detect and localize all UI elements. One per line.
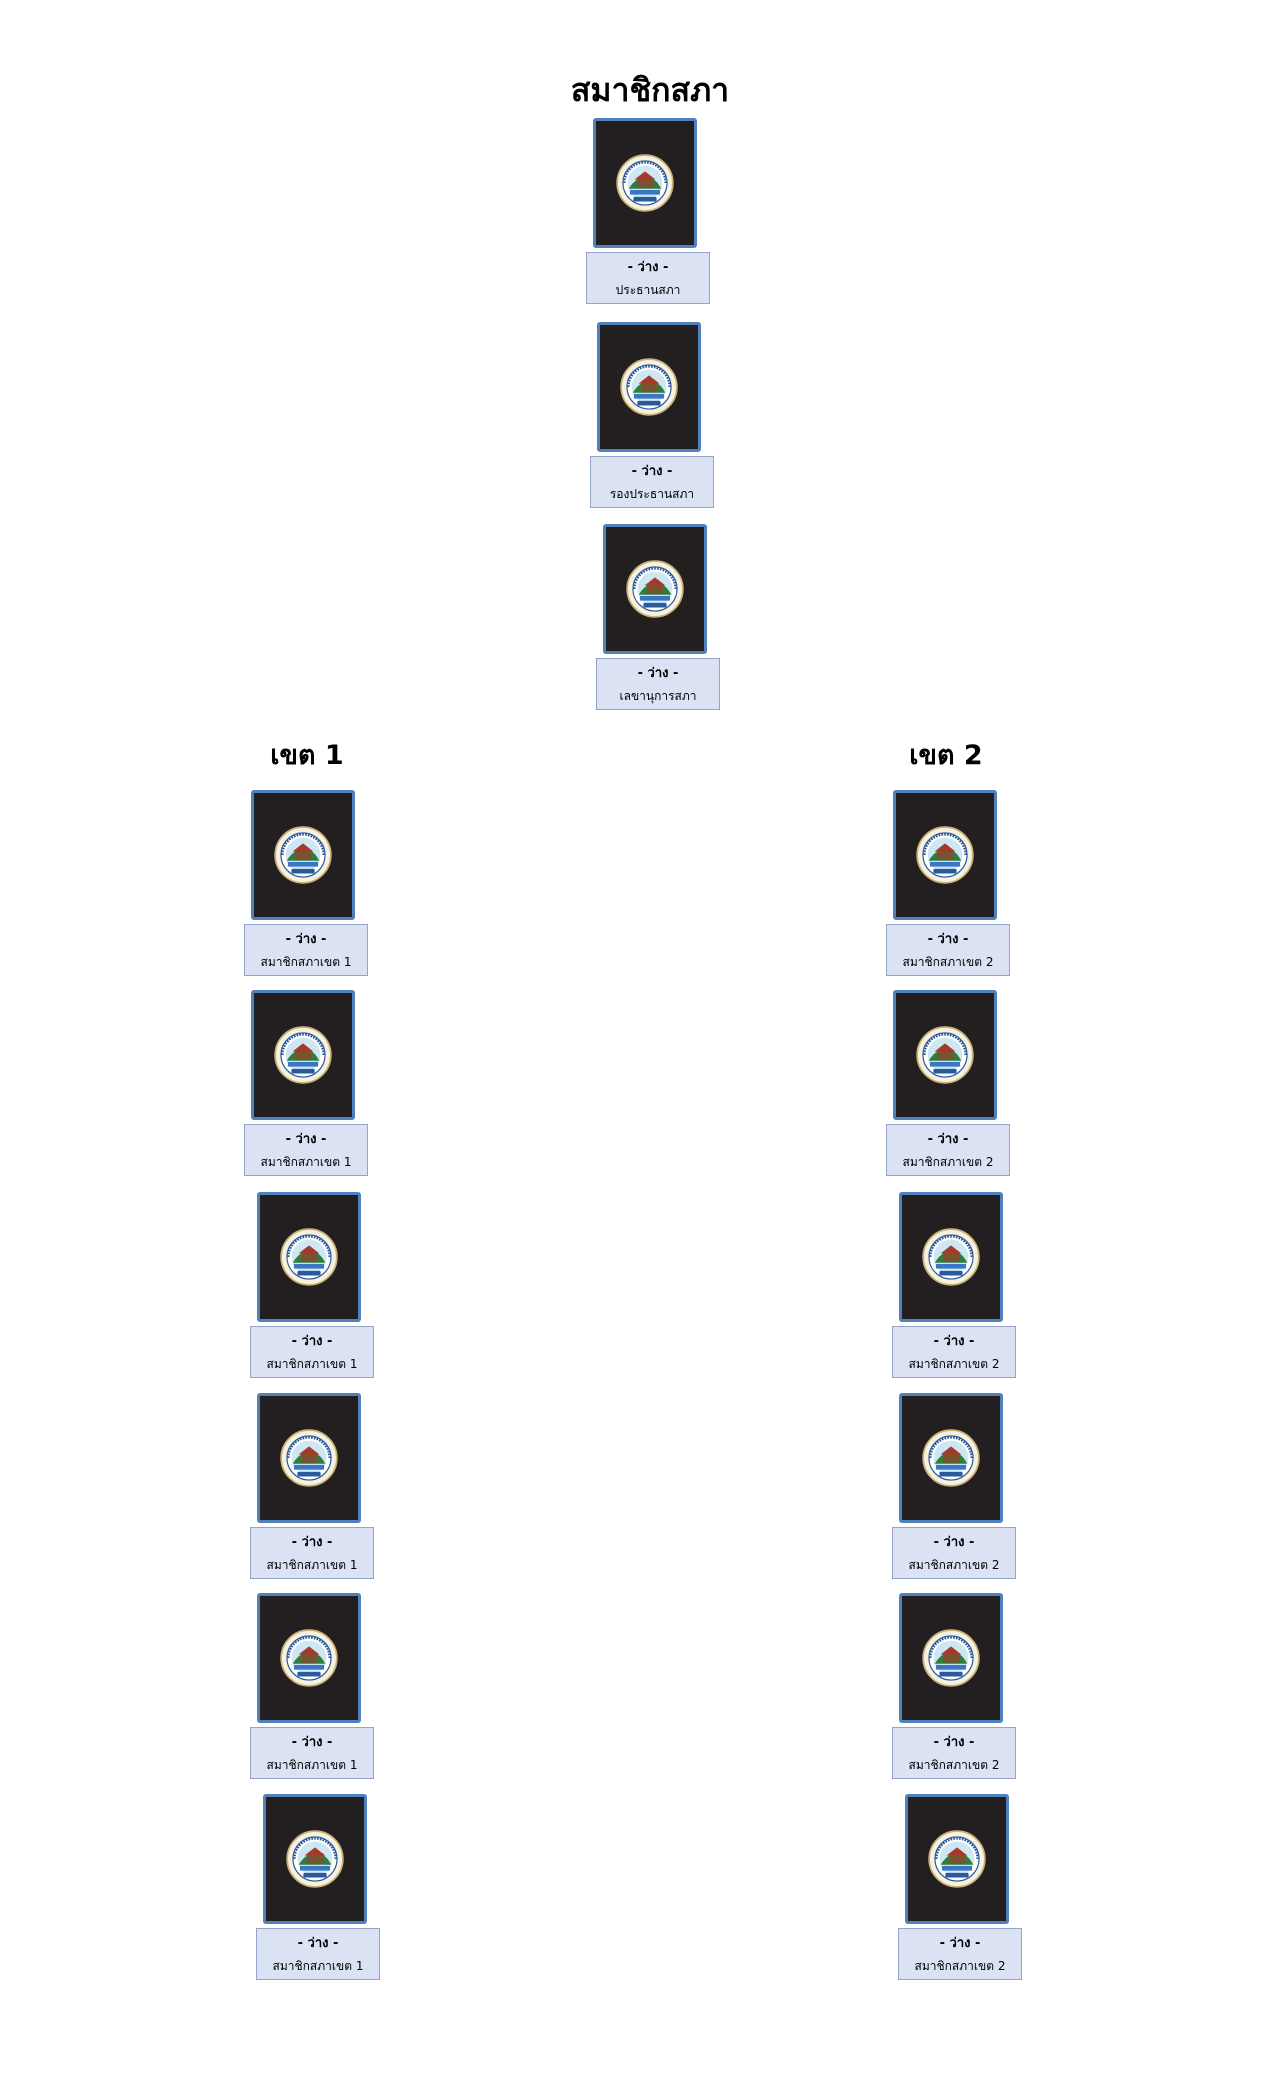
member-label: - ว่าง - สมาชิกสภาเขต 1 [244,924,368,976]
member-label: - ว่าง - เลขานุการสภา [596,658,720,710]
member-card: - ว่าง - สมาชิกสภาเขต 2 [886,990,1012,1178]
member-card: - ว่าง - สมาชิกสภาเขต 1 [244,790,370,978]
member-card: - ว่าง - สมาชิกสภาเขต 1 [250,1192,376,1380]
member-card: - ว่าง - สมาชิกสภาเขต 1 [244,990,370,1178]
council-seal-icon [922,1429,980,1487]
member-role: สมาชิกสภาเขต 2 [908,1357,1000,1371]
zone-2-heading: เขต 2 [909,740,983,771]
member-name: - ว่าง - [291,1735,333,1750]
member-label: - ว่าง - สมาชิกสภาเขต 2 [892,1727,1016,1779]
member-role: สมาชิกสภาเขต 1 [266,1558,358,1572]
member-card: - ว่าง - รองประธานสภา [590,322,716,510]
member-photo [263,1794,367,1924]
member-label: - ว่าง - สมาชิกสภาเขต 2 [886,924,1010,976]
council-seal-icon [916,826,974,884]
member-label: - ว่าง - สมาชิกสภาเขต 2 [898,1928,1022,1980]
member-photo [893,990,997,1120]
member-photo [257,1192,361,1322]
zone-1-heading: เขต 1 [270,740,344,771]
member-role: เลขานุการสภา [619,689,697,703]
member-name: - ว่าง - [291,1535,333,1550]
member-photo [603,524,707,654]
member-card: - ว่าง - สมาชิกสภาเขต 2 [898,1794,1024,1982]
member-photo [899,1192,1003,1322]
member-photo [905,1794,1009,1924]
member-role: สมาชิกสภาเขต 2 [908,1558,1000,1572]
member-role: สมาชิกสภาเขต 2 [908,1758,1000,1772]
member-name: - ว่าง - [939,1936,981,1951]
member-photo [899,1593,1003,1723]
council-seal-icon [626,560,684,618]
member-card: - ว่าง - สมาชิกสภาเขต 1 [256,1794,382,1982]
member-role: ประธานสภา [615,283,681,297]
member-label: - ว่าง - สมาชิกสภาเขต 2 [886,1124,1010,1176]
member-photo [893,790,997,920]
member-card: - ว่าง - เลขานุการสภา [596,524,722,712]
member-card: - ว่าง - สมาชิกสภาเขต 1 [250,1393,376,1581]
member-name: - ว่าง - [297,1936,339,1951]
council-seal-icon [620,358,678,416]
member-label: - ว่าง - สมาชิกสภาเขต 1 [250,1727,374,1779]
member-label: - ว่าง - สมาชิกสภาเขต 2 [892,1326,1016,1378]
member-label: - ว่าง - ประธานสภา [586,252,710,304]
member-name: - ว่าง - [631,464,673,479]
member-name: - ว่าง - [927,1132,969,1147]
council-seal-icon [280,1429,338,1487]
council-seal-icon [916,1026,974,1084]
member-label: - ว่าง - สมาชิกสภาเขต 1 [244,1124,368,1176]
member-role: สมาชิกสภาเขต 2 [902,1155,994,1169]
member-card: - ว่าง - สมาชิกสภาเขต 2 [892,1192,1018,1380]
member-role: สมาชิกสภาเขต 1 [260,955,352,969]
council-seal-icon [616,154,674,212]
member-card: - ว่าง - สมาชิกสภาเขต 2 [886,790,1012,978]
member-name: - ว่าง - [291,1334,333,1349]
member-photo [251,990,355,1120]
member-photo [257,1593,361,1723]
member-photo [597,322,701,452]
member-photo [899,1393,1003,1523]
council-seal-icon [280,1629,338,1687]
member-card: - ว่าง - ประธานสภา [586,118,712,306]
member-role: สมาชิกสภาเขต 1 [260,1155,352,1169]
member-name: - ว่าง - [933,1735,975,1750]
council-seal-icon [274,1026,332,1084]
member-name: - ว่าง - [637,666,679,681]
member-card: - ว่าง - สมาชิกสภาเขต 2 [892,1393,1018,1581]
member-role: สมาชิกสภาเขต 1 [266,1357,358,1371]
member-name: - ว่าง - [933,1334,975,1349]
council-seal-icon [280,1228,338,1286]
page-title: สมาชิกสภา [570,71,730,109]
member-label: - ว่าง - สมาชิกสภาเขต 1 [256,1928,380,1980]
member-name: - ว่าง - [627,260,669,275]
member-role: รองประธานสภา [609,487,695,501]
member-name: - ว่าง - [285,932,327,947]
member-name: - ว่าง - [927,932,969,947]
member-name: - ว่าง - [285,1132,327,1147]
council-seal-icon [922,1228,980,1286]
member-card: - ว่าง - สมาชิกสภาเขต 1 [250,1593,376,1781]
council-seal-icon [922,1629,980,1687]
council-seal-icon [286,1830,344,1888]
member-label: - ว่าง - สมาชิกสภาเขต 2 [892,1527,1016,1579]
member-role: สมาชิกสภาเขต 1 [272,1959,364,1973]
member-photo [593,118,697,248]
member-card: - ว่าง - สมาชิกสภาเขต 2 [892,1593,1018,1781]
council-seal-icon [274,826,332,884]
member-photo [251,790,355,920]
member-label: - ว่าง - รองประธานสภา [590,456,714,508]
member-label: - ว่าง - สมาชิกสภาเขต 1 [250,1527,374,1579]
member-role: สมาชิกสภาเขต 2 [914,1959,1006,1973]
member-role: สมาชิกสภาเขต 1 [266,1758,358,1772]
member-role: สมาชิกสภาเขต 2 [902,955,994,969]
member-label: - ว่าง - สมาชิกสภาเขต 1 [250,1326,374,1378]
member-name: - ว่าง - [933,1535,975,1550]
member-photo [257,1393,361,1523]
council-seal-icon [928,1830,986,1888]
